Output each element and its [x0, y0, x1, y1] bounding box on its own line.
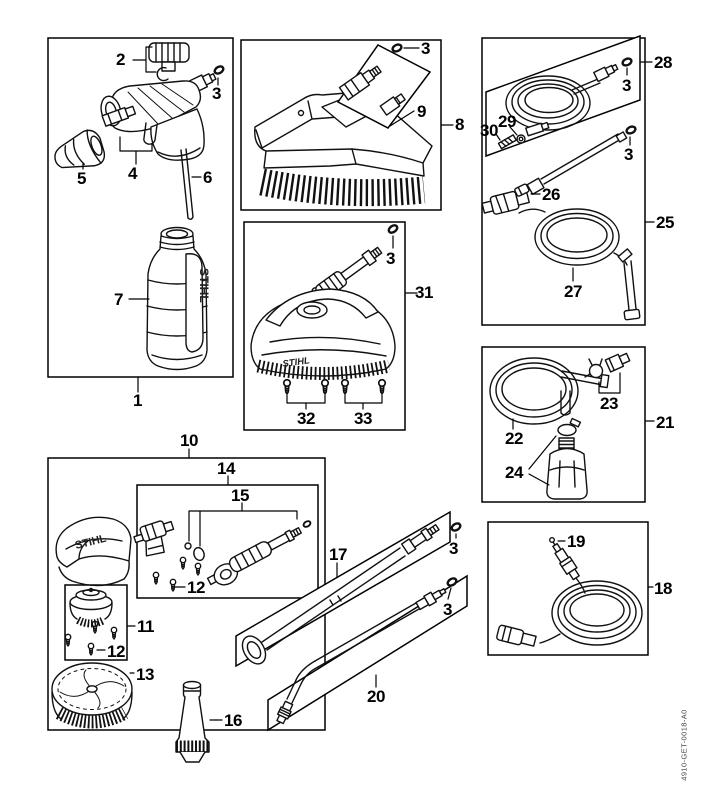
box-suction-21: [481, 346, 646, 503]
callout-15: 15: [231, 486, 249, 505]
callout-2: 2: [116, 50, 125, 69]
callout-3: 3: [449, 539, 458, 558]
callout-8: 8: [455, 115, 464, 134]
extension-lance-17: [235, 510, 463, 668]
callout-21: 21: [656, 413, 674, 432]
callout-3: 3: [624, 145, 633, 164]
callout-19: 19: [567, 532, 585, 551]
foam-nozzle-kit: STIHL: [54, 42, 226, 371]
box-cleaner-31: [243, 221, 406, 431]
wash-brush-kit: [254, 42, 433, 207]
brand-logo-cleaner: STIHL: [282, 355, 311, 370]
box-hoses-25: [481, 37, 646, 326]
callout-22: 22: [505, 429, 523, 448]
spray-nozzle-16: [175, 680, 210, 763]
callout-30: 30: [480, 121, 498, 140]
o-ring: [301, 519, 313, 529]
angled-lance-20: [267, 574, 468, 732]
callout-12: 12: [107, 642, 125, 661]
callout-31: 31: [415, 283, 433, 302]
rotary-brush-kit: STIHL: [51, 484, 319, 763]
callout-24: 24: [505, 463, 523, 482]
callout-13: 13: [136, 665, 154, 684]
callout-20: 20: [367, 687, 385, 706]
callout-33: 33: [354, 409, 372, 428]
callout-5: 5: [77, 169, 86, 188]
callout-27: 27: [564, 282, 582, 301]
o-ring: [449, 520, 463, 534]
callout-6: 6: [203, 168, 212, 187]
o-ring: [386, 222, 400, 236]
drawing-number: 4910-GET-0018-A0: [679, 709, 689, 781]
callout-9: 9: [417, 102, 426, 121]
callout-11: 11: [137, 617, 154, 636]
o-ring: [624, 124, 638, 136]
hose-set-25: [481, 34, 641, 321]
callout-14: 14: [217, 459, 235, 478]
valve-part: [133, 520, 175, 557]
callout-3: 3: [443, 600, 452, 619]
callout-3: 3: [421, 39, 430, 58]
surface-cleaner-kit: STIHL: [250, 222, 400, 395]
callout-26: 26: [542, 185, 560, 204]
nozzle-screws-32-33: [282, 378, 387, 395]
box-hose-18: [487, 521, 649, 656]
callout-7: 7: [114, 290, 123, 309]
detergent-bottle: STIHL: [146, 226, 211, 371]
o-ring: [212, 63, 226, 77]
suction-set-21: [489, 352, 631, 500]
callout-10: 10: [180, 431, 198, 450]
callout-25: 25: [656, 213, 674, 232]
callout-18: 18: [654, 579, 672, 598]
angle-lance-15: [206, 527, 302, 586]
callout-23: 23: [600, 394, 618, 413]
brand-logo-bottle: STIHL: [197, 268, 211, 303]
rotating-brush-disc: [51, 662, 133, 729]
callout-1: 1: [133, 391, 142, 410]
brush-cover: STIHL: [55, 516, 132, 587]
callout-29: 29: [498, 112, 516, 131]
pipe-hose-18: [496, 537, 643, 647]
callout-32: 32: [297, 409, 315, 428]
callout-3: 3: [386, 249, 395, 268]
callout-16: 16: [224, 711, 242, 730]
callout-3: 3: [622, 76, 631, 95]
callout-12: 12: [187, 578, 205, 597]
box-adapters-9: [336, 44, 432, 129]
leader-lines: [82, 46, 655, 721]
box-kit-1: [47, 37, 234, 378]
o-ring: [390, 42, 404, 54]
callout-3: 3: [212, 84, 221, 103]
rotor-part: [69, 587, 113, 628]
callout-28: 28: [654, 53, 672, 72]
callout-4: 4: [128, 164, 137, 183]
callout-17: 17: [329, 545, 347, 564]
